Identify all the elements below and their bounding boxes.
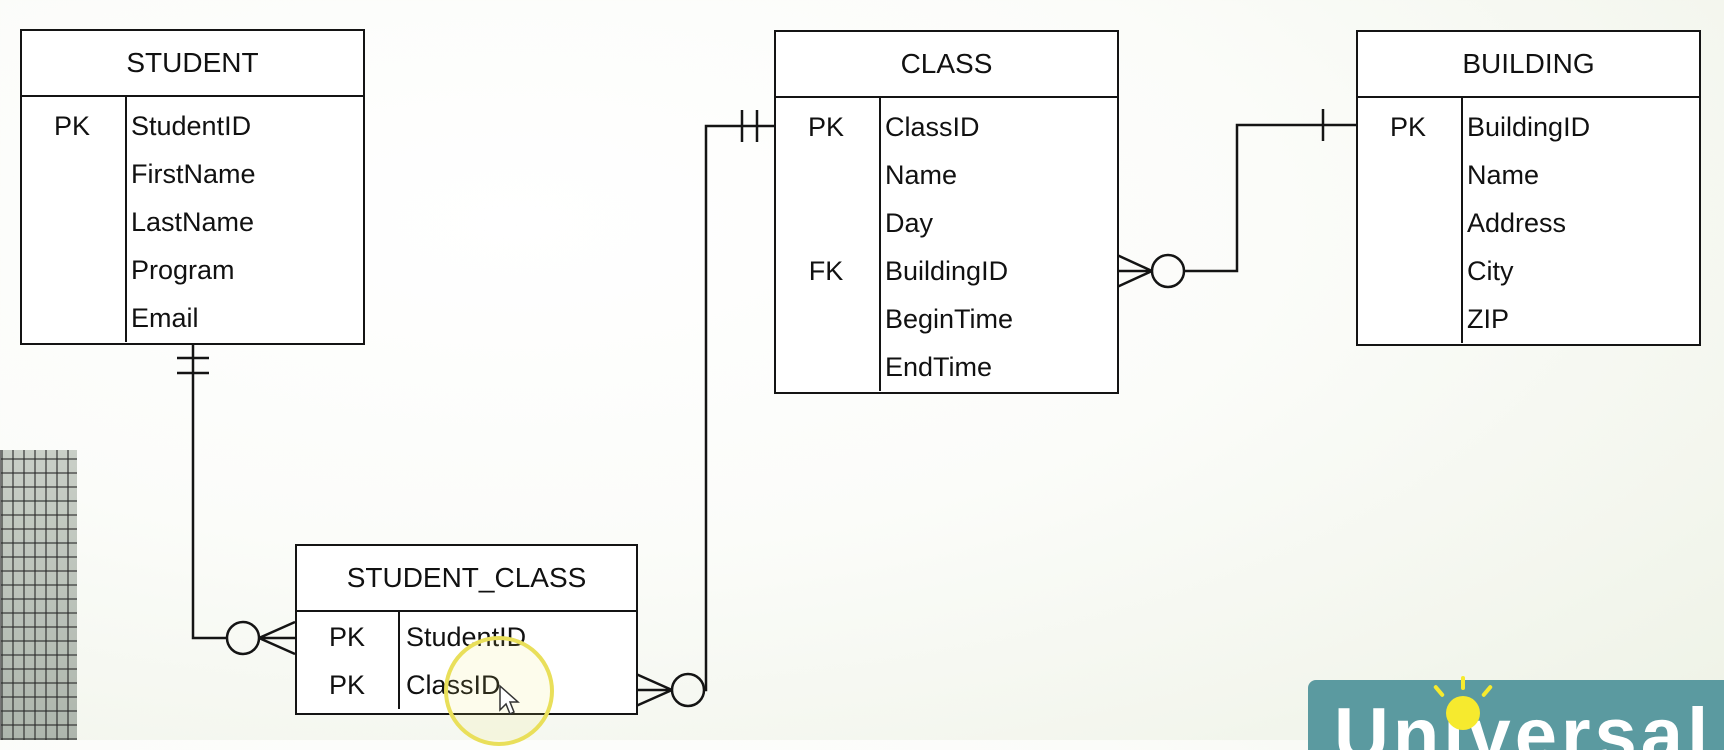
attribute-row: Day bbox=[776, 199, 1117, 247]
attribute-row: EndTime bbox=[776, 343, 1117, 391]
entity-title: BUILDING bbox=[1358, 32, 1699, 98]
rel-studentclass-crowfoot-1 bbox=[258, 620, 296, 656]
attribute-row: City bbox=[1358, 247, 1699, 295]
rel-class-studentclass-line bbox=[703, 124, 774, 692]
key-marker: PK bbox=[1389, 111, 1427, 142]
attribute-name: Program bbox=[131, 254, 235, 285]
entity-title: CLASS bbox=[776, 32, 1117, 98]
entity-title: STUDENT_CLASS bbox=[297, 546, 636, 612]
attribute-row: ZIP bbox=[1358, 295, 1699, 343]
entity-class[interactable]: CLASS PK ClassID Name Day FK BuildingID … bbox=[774, 30, 1119, 394]
attribute-name: Day bbox=[885, 207, 934, 238]
attribute-row: FK BuildingID bbox=[776, 247, 1117, 295]
key-marker: PK bbox=[807, 111, 845, 142]
mouse-pointer-icon bbox=[499, 684, 520, 716]
logo-text: Universal bbox=[1334, 693, 1713, 750]
rel-studentclass-crowfoot-2 bbox=[635, 672, 673, 708]
attribute-row: PK BuildingID bbox=[1358, 103, 1699, 151]
attribute-row: Program bbox=[22, 246, 363, 294]
attribute-row: PK StudentID bbox=[22, 102, 363, 150]
rel-class-zero-circle bbox=[1150, 253, 1186, 289]
attribute-name: EndTime bbox=[885, 351, 993, 382]
attribute-row: LastName bbox=[22, 198, 363, 246]
lightbulb-icon bbox=[1446, 696, 1480, 730]
rel-studentclass-zero-circle bbox=[225, 620, 261, 656]
attribute-row: Address bbox=[1358, 199, 1699, 247]
attribute-name: FirstName bbox=[131, 158, 256, 189]
attribute-name: StudentID bbox=[131, 110, 252, 141]
key-marker: PK bbox=[328, 669, 366, 700]
attribute-name: City bbox=[1467, 255, 1514, 286]
lightbulb-ray bbox=[1461, 676, 1465, 690]
rel-class-crowfoot bbox=[1116, 253, 1153, 289]
attribute-name: ClassID bbox=[885, 111, 980, 142]
entity-student[interactable]: STUDENT PK StudentID FirstName LastName … bbox=[20, 29, 365, 345]
city-illustration bbox=[0, 450, 77, 740]
attribute-name: Name bbox=[1467, 159, 1540, 190]
attribute-row: FirstName bbox=[22, 150, 363, 198]
cursor-highlight bbox=[444, 636, 554, 746]
attribute-row: BeginTime bbox=[776, 295, 1117, 343]
attribute-name: Address bbox=[1467, 207, 1567, 238]
attribute-name: BuildingID bbox=[885, 255, 1009, 286]
column-divider bbox=[879, 98, 881, 391]
key-marker: PK bbox=[328, 621, 366, 652]
entity-building[interactable]: BUILDING PK BuildingID Name Address City… bbox=[1356, 30, 1701, 346]
rel-student-studentclass-line bbox=[191, 343, 228, 640]
attribute-name: Email bbox=[131, 302, 199, 333]
attribute-row: PK ClassID bbox=[776, 103, 1117, 151]
attribute-row: Email bbox=[22, 294, 363, 342]
attribute-row: Name bbox=[776, 151, 1117, 199]
key-marker: FK bbox=[808, 255, 844, 286]
attribute-row: Name bbox=[1358, 151, 1699, 199]
rel-studentclass-zero-circle-2 bbox=[670, 672, 706, 708]
entity-title: STUDENT bbox=[22, 31, 363, 97]
rel-building-class-line bbox=[1184, 123, 1356, 273]
attribute-name: LastName bbox=[131, 206, 255, 237]
key-marker: PK bbox=[53, 110, 91, 141]
attribute-name: BeginTime bbox=[885, 303, 1014, 334]
column-divider bbox=[398, 612, 400, 709]
attribute-name: Name bbox=[885, 159, 958, 190]
column-divider bbox=[1461, 98, 1463, 343]
attribute-name: BuildingID bbox=[1467, 111, 1591, 142]
attribute-name: ZIP bbox=[1467, 303, 1510, 334]
column-divider bbox=[125, 97, 127, 342]
